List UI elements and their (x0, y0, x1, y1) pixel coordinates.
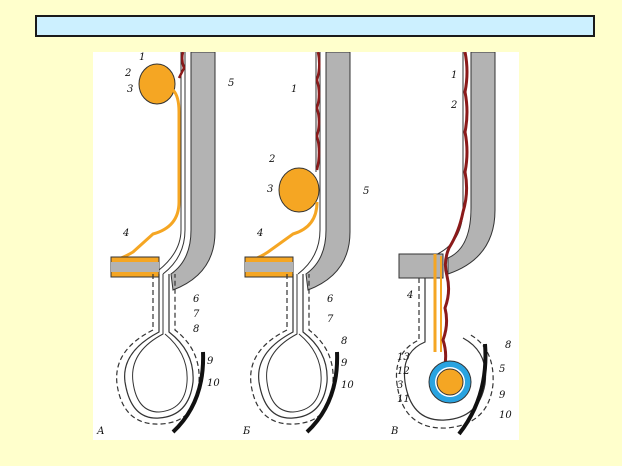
panel-a-label-5: 5 (228, 78, 234, 89)
panel-a: 1 2 3 5 4 6 7 8 9 10 А (96, 52, 234, 437)
panel-b-label-8: 8 (341, 336, 347, 347)
panel-c-label-2: 2 (450, 100, 457, 111)
panel-a-label-8: 8 (193, 324, 199, 335)
panel-c: 1 2 4 8 13 12 5 3 11 9 10 В (390, 52, 512, 437)
panel-c-label-1: 1 (451, 70, 457, 81)
panel-c-label-12: 12 (397, 366, 410, 377)
panel-c-letter: В (390, 426, 398, 437)
diagram-svg: 1 2 3 5 4 6 7 8 9 10 А 1 2 3 5 4 6 7 8 9… (96, 52, 512, 437)
panel-b-canal-wall (305, 52, 351, 291)
panel-a-label-9: 9 (207, 356, 214, 367)
panel-a-label-2: 2 (124, 68, 131, 79)
panel-a-label-7: 7 (193, 309, 200, 320)
panel-a-label-6: 6 (193, 294, 200, 305)
panel-b-label-7: 7 (327, 314, 334, 325)
panel-a-canal-wall (170, 52, 216, 291)
panel-c-label-4: 4 (406, 290, 413, 301)
panel-c-testis (436, 368, 464, 396)
title-bar (35, 15, 595, 37)
panel-c-label-5: 5 (499, 364, 505, 375)
panel-c-label-13: 13 (397, 352, 410, 363)
panel-b-label-2: 2 (268, 154, 275, 165)
panel-c-label-11: 11 (397, 394, 410, 405)
panel-b-letter: Б (242, 426, 251, 437)
panel-c-label-8: 8 (505, 340, 511, 351)
panel-a-label-1: 1 (139, 52, 145, 63)
panel-b-label-1: 1 (291, 84, 297, 95)
panel-b-testis (278, 167, 320, 213)
panel-a-vessel (177, 52, 186, 79)
panel-b-label-9: 9 (341, 358, 348, 369)
figure: 1 2 3 5 4 6 7 8 9 10 А 1 2 3 5 4 6 7 8 9… (93, 52, 519, 440)
panel-b-label-10: 10 (341, 380, 354, 391)
panel-a-testis (138, 63, 176, 105)
panel-b-vessel (315, 52, 321, 171)
panel-b-label-5: 5 (363, 186, 369, 197)
panel-c-label-3: 3 (397, 380, 403, 391)
panel-c-label-9: 9 (499, 390, 506, 401)
panel-b-label-6: 6 (327, 294, 334, 305)
panel-a-label-4: 4 (122, 228, 129, 239)
panel-c-label-10: 10 (499, 410, 512, 421)
panel-a-label-3: 3 (127, 84, 133, 95)
panel-a-letter: А (96, 426, 105, 437)
panel-b-label-4: 4 (256, 228, 263, 239)
panel-c-vessel (441, 52, 469, 365)
panel-c-canal-wall (447, 52, 496, 275)
panel-b-label-3: 3 (267, 184, 273, 195)
panel-b: 1 2 3 5 4 6 7 8 9 10 Б (242, 52, 369, 437)
panel-a-label-10: 10 (207, 378, 220, 389)
